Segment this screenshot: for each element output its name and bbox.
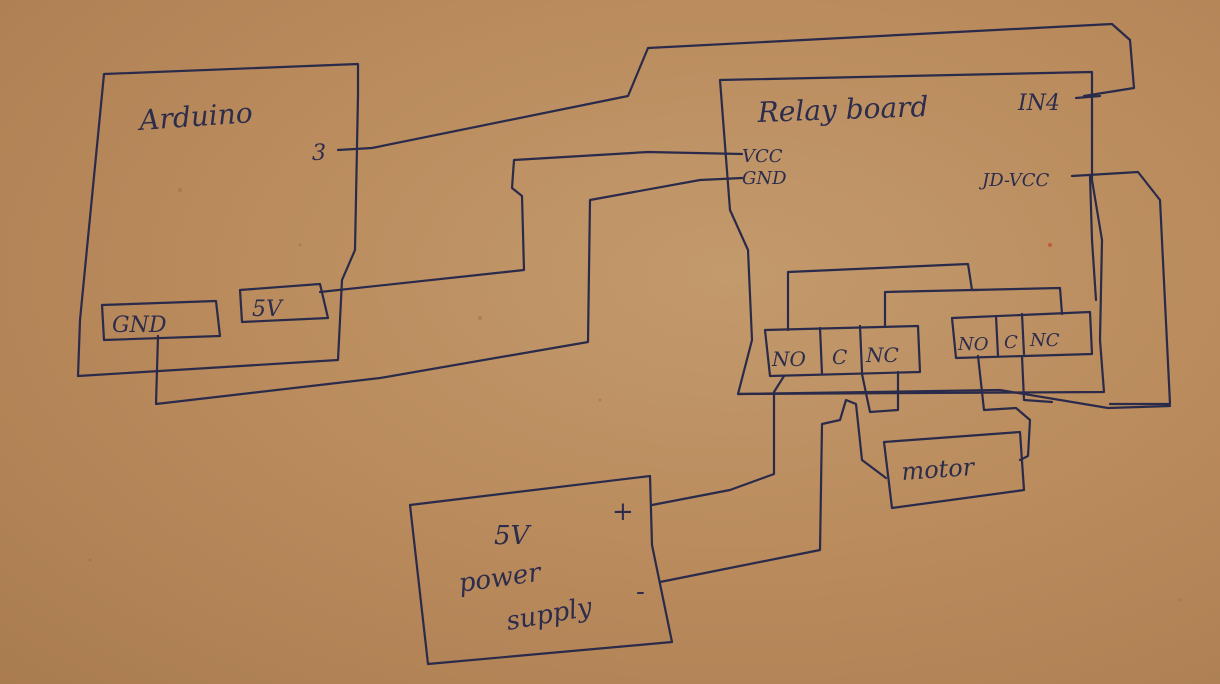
relay-title: Relay board — [756, 90, 929, 129]
relay-ch2-terminal-block — [950, 310, 1094, 360]
relay-vcc-label: VCC — [742, 146, 783, 167]
relay-ch2-no: NO — [957, 334, 989, 355]
arduino-pin3-label: 3 — [312, 141, 326, 166]
motor-label: motor — [900, 453, 976, 486]
relay-jdvcc-label: JD-VCC — [978, 170, 1050, 191]
arduino-gnd-label: GND — [112, 313, 167, 338]
relay-ch2-c: C — [1004, 332, 1018, 353]
relay-ch1-terminal-block — [763, 324, 922, 378]
wire-nc-loop — [860, 370, 900, 414]
wire-ch2-to-motor — [976, 354, 1032, 462]
wire-gnd-to-relay-gnd — [154, 176, 744, 406]
arduino-5v-label: 5V — [252, 297, 284, 322]
psu-line1: 5V — [494, 521, 532, 551]
relay-board: Relay board IN4 VCC GND JD-VCC NO C NC N… — [718, 70, 1106, 396]
relay-internal-jumper-1 — [786, 262, 980, 332]
arduino-gnd-box — [100, 299, 222, 342]
psu-plus: + — [612, 497, 634, 527]
relay-in4-label: IN4 — [1017, 91, 1060, 116]
power-supply: 5V + power supply - — [408, 474, 674, 666]
wire-5v-to-vcc — [318, 150, 744, 294]
arduino-5v-box — [238, 282, 330, 324]
wires — [154, 22, 1172, 584]
wire-pin3-to-in4 — [336, 22, 1136, 152]
relay-ch2-nc: NC — [1029, 330, 1060, 351]
relay-ch1-c: C — [832, 345, 847, 369]
arduino-title: Arduino — [135, 96, 253, 137]
wire-bottom-bus — [736, 388, 1172, 410]
motor: motor — [882, 430, 1026, 510]
psu-line3: supply — [504, 592, 595, 637]
relay-ch1-no: NO — [771, 347, 806, 371]
relay-gnd-label: GND — [742, 168, 787, 189]
paper-texture — [88, 188, 1182, 602]
psu-minus: - — [636, 577, 645, 607]
relay-ch1-nc: NC — [865, 343, 899, 367]
wire-no-to-psu-plus — [650, 374, 786, 507]
arduino-board: Arduino 3 GND 5V — [76, 62, 360, 378]
wire-psu-minus-to-motor — [658, 398, 888, 584]
relay-internal-jumper-2 — [883, 286, 1064, 328]
psu-line2: power — [457, 558, 544, 599]
wire-jdvcc — [1070, 170, 1172, 406]
